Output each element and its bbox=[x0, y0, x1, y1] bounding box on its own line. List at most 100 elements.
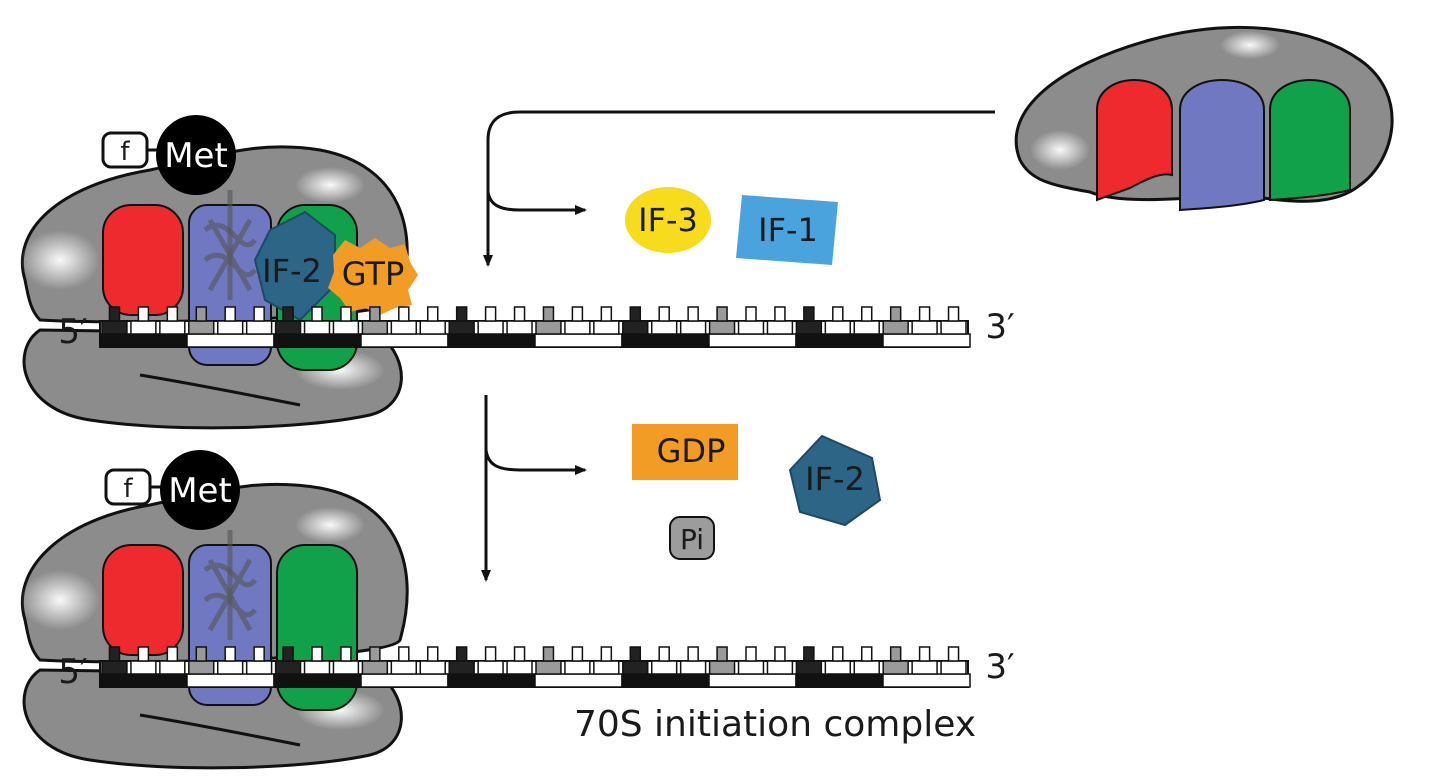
codon-block bbox=[447, 333, 536, 348]
nucleotide bbox=[535, 320, 562, 335]
codon-block bbox=[99, 673, 188, 688]
met-circle-bottom bbox=[160, 450, 240, 530]
nucleotide-tooth bbox=[745, 646, 757, 662]
nucleotide-tooth bbox=[947, 306, 960, 322]
nucleotide-tooth bbox=[311, 646, 323, 662]
nucleotide-tooth bbox=[484, 306, 497, 322]
nucleotide bbox=[940, 320, 967, 335]
nucleotide bbox=[332, 660, 360, 675]
nucleotide-tooth bbox=[832, 646, 844, 662]
nucleotide bbox=[390, 320, 418, 335]
nucleotide-tooth bbox=[369, 306, 381, 322]
nucleotide bbox=[853, 320, 880, 335]
nucleotide-tooth bbox=[108, 646, 121, 662]
codon-block bbox=[708, 673, 797, 688]
nucleotide bbox=[188, 320, 215, 335]
if3-free: IF-3 bbox=[625, 187, 711, 253]
nucleotide-tooth bbox=[253, 306, 265, 322]
nucleotide bbox=[708, 320, 736, 335]
nucleotide-tooth bbox=[571, 306, 584, 322]
nucleotide bbox=[622, 320, 649, 335]
nucleotide bbox=[622, 660, 649, 675]
codon-block bbox=[360, 673, 449, 688]
gtp-bound-label: GTP bbox=[342, 255, 405, 293]
nucleotide bbox=[159, 660, 186, 675]
nucleotide-tooth bbox=[224, 646, 236, 662]
gdp-free-label: GDP bbox=[657, 432, 726, 470]
nucleotide-tooth bbox=[426, 646, 439, 662]
nucleotide-tooth bbox=[311, 306, 323, 322]
trna-top bbox=[203, 218, 257, 292]
three-prime-label-top: 3′ bbox=[985, 307, 1014, 347]
nucleotide bbox=[303, 660, 331, 675]
nucleotide-tooth bbox=[687, 306, 699, 322]
codon-block bbox=[186, 333, 275, 348]
codon-block bbox=[186, 673, 275, 688]
nucleotide bbox=[737, 320, 765, 335]
pi-free-label: Pi bbox=[680, 523, 704, 556]
nucleotide-tooth bbox=[340, 646, 352, 662]
gdp-free: GDP bbox=[632, 424, 738, 480]
nucleotide-tooth bbox=[195, 306, 208, 322]
nucleotide bbox=[708, 660, 736, 675]
codon-block bbox=[882, 333, 971, 348]
nucleotide-tooth bbox=[918, 306, 931, 322]
nucleotide-tooth bbox=[803, 306, 815, 322]
nucleotide-tooth bbox=[340, 306, 352, 322]
nucleotide bbox=[361, 660, 389, 675]
nucleotide bbox=[853, 660, 880, 675]
codon-block bbox=[882, 673, 971, 688]
nucleotide-tooth bbox=[889, 646, 902, 662]
nucleotide-tooth bbox=[716, 306, 728, 322]
formyl-label-bottom: f bbox=[123, 474, 133, 504]
nucleotide-tooth bbox=[484, 646, 497, 662]
codon-block bbox=[447, 673, 536, 688]
nucleotide bbox=[274, 660, 302, 675]
nucleotide bbox=[795, 320, 823, 335]
nucleotide-tooth bbox=[860, 306, 873, 322]
nucleotide bbox=[101, 660, 128, 675]
if1-free-label: IF-1 bbox=[758, 211, 818, 249]
nucleotide bbox=[332, 320, 360, 335]
nucleotide-tooth bbox=[571, 646, 584, 662]
nucleotide bbox=[564, 320, 591, 335]
formyl-label-top: f bbox=[120, 137, 130, 167]
nucleotide-tooth bbox=[369, 646, 381, 662]
nucleotide bbox=[245, 320, 273, 335]
codon-block bbox=[621, 673, 710, 688]
nucleotide bbox=[419, 320, 446, 335]
bottom-complex: f Met 5′ 3′ bbox=[20, 450, 1015, 770]
nucleotide-tooth bbox=[629, 646, 642, 662]
five-prime-label-top: 5′ bbox=[58, 312, 87, 352]
nucleotide bbox=[824, 660, 852, 675]
codon-block bbox=[273, 333, 362, 348]
if2-bound-label: IF-2 bbox=[262, 252, 322, 290]
nucleotide bbox=[448, 660, 475, 675]
codon-block bbox=[795, 333, 884, 348]
nucleotide bbox=[419, 660, 446, 675]
nucleotide bbox=[477, 660, 504, 675]
trna-bottom bbox=[203, 558, 257, 632]
nucleotide bbox=[882, 660, 909, 675]
arrow-top bbox=[483, 110, 995, 267]
nucleotide-tooth bbox=[774, 306, 786, 322]
nucleotide-tooth bbox=[455, 646, 468, 662]
nucleotide bbox=[911, 660, 938, 675]
nucleotide bbox=[216, 320, 244, 335]
codon-block bbox=[621, 333, 710, 348]
nucleotide-tooth bbox=[513, 646, 526, 662]
nucleotide bbox=[650, 660, 678, 675]
nucleotide bbox=[882, 320, 909, 335]
if2-free-label: IF-2 bbox=[805, 460, 865, 498]
nucleotide-tooth bbox=[513, 306, 526, 322]
nucleotide bbox=[766, 320, 794, 335]
codon-block bbox=[534, 333, 623, 348]
codon-block bbox=[273, 673, 362, 688]
nucleotide-tooth bbox=[137, 306, 150, 322]
nucleotide bbox=[477, 320, 504, 335]
nucleotide-tooth bbox=[832, 306, 844, 322]
pi-free: Pi bbox=[669, 516, 715, 560]
nucleotide-tooth bbox=[398, 646, 410, 662]
nucleotide-tooth bbox=[282, 646, 294, 662]
